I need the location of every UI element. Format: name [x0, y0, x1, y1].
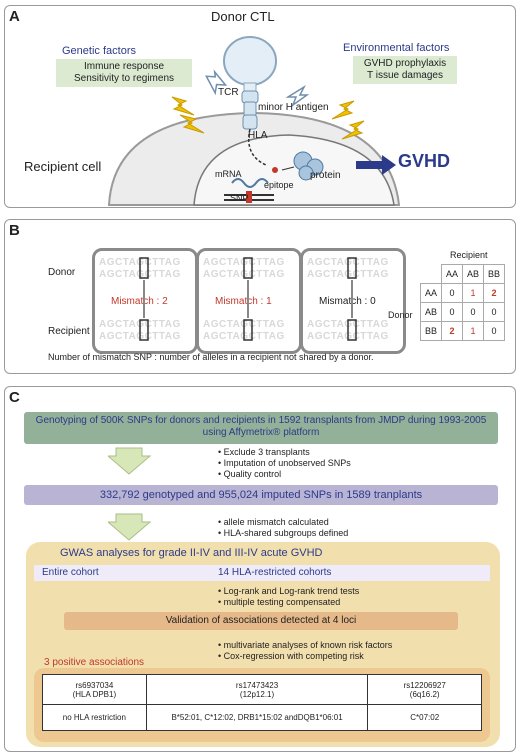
gwas-title: GWAS analyses for grade II-IV and III-IV… [60, 547, 323, 559]
genetic-arrow [205, 69, 228, 96]
ctl-shape [223, 36, 277, 86]
result-restriction-3: C*07:02 [367, 704, 482, 731]
allele-column-1 [139, 257, 149, 341]
bullet: allele mismatch calculated [218, 517, 348, 528]
tcr-shape [241, 90, 259, 104]
panel-a-illustration [107, 36, 401, 206]
flow-arrow-2 [108, 513, 152, 541]
table-cell: 1 [462, 321, 484, 341]
row-header: BB [420, 321, 442, 341]
minor-h-antigen-label: minor H antigen [258, 102, 329, 113]
allele-column-3 [347, 257, 357, 341]
donor-row-label: Donor [48, 267, 76, 278]
step4-bullets: multivariate analyses of known risk fact… [218, 640, 393, 662]
mismatch-count-2: Mismatch : 1 [215, 296, 272, 307]
table-cell: 0 [483, 302, 505, 322]
genotyping-box: Genotyping of 500K SNPs for donors and r… [24, 412, 498, 444]
mismatch-count-3: Mismatch : 0 [319, 296, 376, 307]
col-header: BB [483, 264, 505, 284]
result-locus-3: (6q16.2) [409, 689, 440, 699]
panel-c-label: C [9, 389, 20, 406]
mismatch-caption: Number of mismatch SNP : number of allel… [48, 352, 374, 362]
table-cell: 0 [483, 321, 505, 341]
row-header: AA [420, 283, 442, 303]
lightning-bolt-1 [171, 96, 195, 116]
result-snp-1: rs6937034 [75, 680, 114, 690]
row-header: AB [420, 302, 442, 322]
results-table: rs6937034 (HLA DPB1) rs17473423 (12p12.1… [42, 674, 482, 731]
table-cell: 0 [441, 283, 463, 303]
bullet: Log-rank and Log-rank trend tests [218, 586, 360, 597]
table-cell: 2 [483, 283, 505, 303]
gvhd-label: GVHD [398, 151, 451, 171]
protein-label: protein [310, 170, 341, 181]
nucleus-shape [193, 134, 395, 206]
imputed-snps-box: 332,792 genotyped and 955,024 imputed SN… [24, 485, 498, 505]
mismatch-count-1: Mismatch : 2 [111, 296, 168, 307]
recipient-row-label: Recipient [48, 326, 90, 337]
genetic-factors-box: Immune response Sensitivity to regimens [56, 59, 192, 87]
result-restriction-1: no HLA restriction [42, 704, 147, 731]
genetic-line-1: Immune response [83, 61, 165, 72]
result-restriction-2: B*52:01, C*12:02, DRB1*15:02 andDQB1*06:… [145, 704, 369, 731]
donor-ctl-label: Donor CTL [211, 9, 275, 24]
flow-arrow-1 [108, 447, 152, 475]
protein-shape [293, 151, 324, 181]
table-donor-header: Donor [388, 310, 413, 320]
genetic-factors-title: Genetic factors [62, 45, 136, 57]
tcr-label: TCR [218, 87, 239, 98]
result-snp-2: rs17473423 [235, 680, 279, 690]
environmental-factors-title: Environmental factors [343, 42, 450, 54]
col-header: AB [462, 264, 484, 284]
result-locus-2: (12p12.1) [239, 689, 275, 699]
snp-label: SNP [230, 193, 249, 203]
bullet: Quality control [218, 469, 351, 480]
result-header-3: rs12206927 (6q16.2) [367, 674, 482, 705]
cohort-bar [34, 565, 490, 581]
lightning-bolt-3 [331, 100, 355, 120]
mrna-strand [231, 178, 269, 188]
bullet: Exclude 3 transplants [218, 447, 351, 458]
result-header-1: rs6937034 (HLA DPB1) [42, 674, 147, 705]
positive-associations-label: 3 positive associations [44, 657, 145, 668]
panel-a-label: A [9, 8, 20, 25]
bullet: Imputation of unobserved SNPs [218, 458, 351, 469]
recipient-cell-label: Recipient cell [24, 159, 102, 174]
environmental-factors-box: GVHD prophylaxis T issue damages [353, 56, 457, 84]
step3-bullets: Log-rank and Log-rank trend tests multip… [218, 586, 360, 608]
table-cell: 0 [441, 302, 463, 322]
step2-bullets: allele mismatch calculated HLA-shared su… [218, 517, 349, 539]
bullet: multiple testing compensated [218, 597, 359, 608]
bullet: HLA-shared subgroups defined [218, 528, 349, 539]
bullet: multivariate analyses of known risk fact… [218, 640, 393, 651]
allele-column-2 [243, 257, 253, 341]
bullet: Cox-regression with competing risk [218, 651, 392, 662]
epitope-label: epitope [264, 180, 294, 190]
result-header-2: rs17473423 (12p12.1) [145, 674, 369, 705]
col-header: AA [441, 264, 463, 284]
validation-box: Validation of associations detected at 4… [64, 612, 458, 630]
gvhd-arrow [356, 155, 396, 175]
table-recipient-header: Recipient [450, 250, 488, 260]
hla-label: HLA [248, 130, 268, 141]
result-locus-1: (HLA DPB1) [72, 689, 117, 699]
panel-b-label: B [9, 222, 20, 239]
table-cell: 0 [462, 302, 484, 322]
hla-cohorts-label: 14 HLA-restricted cohorts [218, 567, 332, 578]
mrna-label: mRNA [215, 169, 242, 179]
env-line-2: T issue damages [367, 70, 443, 81]
genetic-line-2: Sensitivity to regimens [73, 73, 175, 84]
mismatch-table: AA AB BB AA 0 1 2 AB 0 0 0 BB 2 1 0 [420, 264, 505, 341]
env-line-1: GVHD prophylaxis [363, 58, 447, 69]
allele-markers [139, 257, 357, 341]
table-cell: 1 [462, 283, 484, 303]
lightning-bolt-4 [341, 120, 365, 140]
step1-bullets: Exclude 3 transplants Imputation of unob… [218, 447, 351, 480]
entire-cohort-label: Entire cohort [42, 567, 99, 578]
hla-shape [242, 114, 258, 130]
result-snp-3: rs12206927 [403, 680, 446, 690]
environment-arrow [285, 84, 310, 108]
lightning-bolt-2 [179, 114, 205, 134]
table-cell: 2 [441, 321, 463, 341]
